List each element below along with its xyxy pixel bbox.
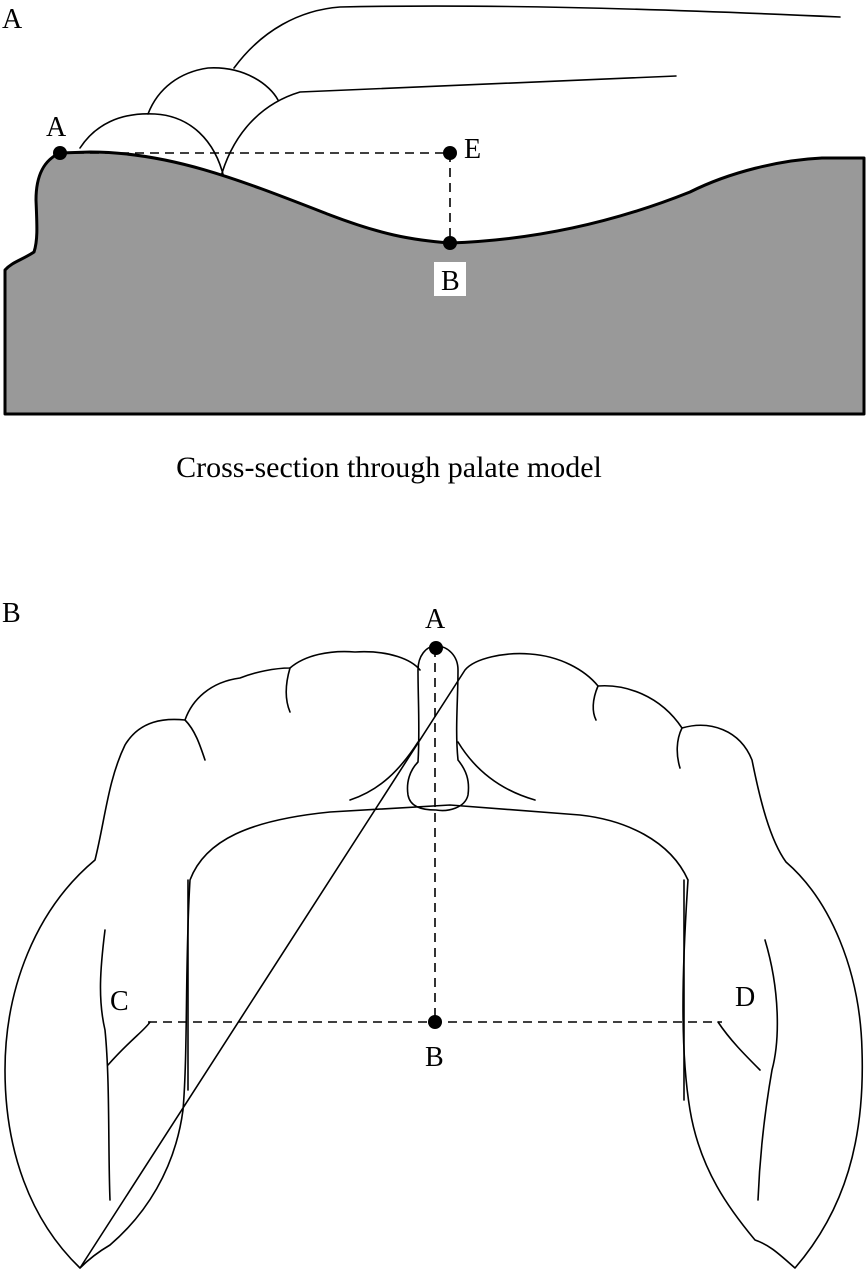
panel-a-label: A (2, 4, 23, 35)
tooth-outline-2 (147, 67, 279, 115)
left-tooth-divider (99, 929, 111, 1201)
point-b-label: B (441, 266, 460, 297)
point-b-marker (428, 1015, 442, 1029)
point-e-marker (443, 146, 457, 160)
point-b-marker (443, 236, 457, 250)
tooth-outline-4 (233, 5, 841, 69)
incisive-papilla (406, 645, 470, 812)
point-b-label-box (434, 262, 466, 296)
point-b-label: B (425, 1042, 444, 1073)
tooth-outline-1 (79, 113, 225, 179)
papilla-left-ridge (349, 741, 419, 801)
point-e-label: E (464, 134, 481, 165)
right-cusp-1 (592, 685, 599, 721)
panel-b-label: B (2, 598, 21, 629)
right-cusp-2 (676, 727, 683, 769)
figure-caption: Cross-section through palate model (176, 451, 602, 484)
papilla-right-ridge (457, 741, 536, 801)
point-a-marker (53, 146, 67, 160)
panel-a: A A E B Cross-section through palate mod… (2, 4, 866, 484)
left-cusp-1 (184, 719, 206, 761)
tooth-outline-3 (219, 75, 677, 181)
panel-b: B A B C D (2, 598, 864, 1269)
point-a-marker (429, 641, 443, 655)
right-tooth-divider (757, 939, 779, 1201)
point-d-label: D (735, 982, 755, 1013)
point-c-label: C (110, 986, 129, 1017)
point-a-label: A (425, 604, 446, 635)
point-a-label: A (46, 112, 67, 143)
left-tooth-curve (107, 1021, 151, 1066)
arch-outer-outline (4, 650, 864, 1269)
right-tooth-curve (717, 1021, 761, 1071)
left-cusp-2 (285, 667, 291, 713)
